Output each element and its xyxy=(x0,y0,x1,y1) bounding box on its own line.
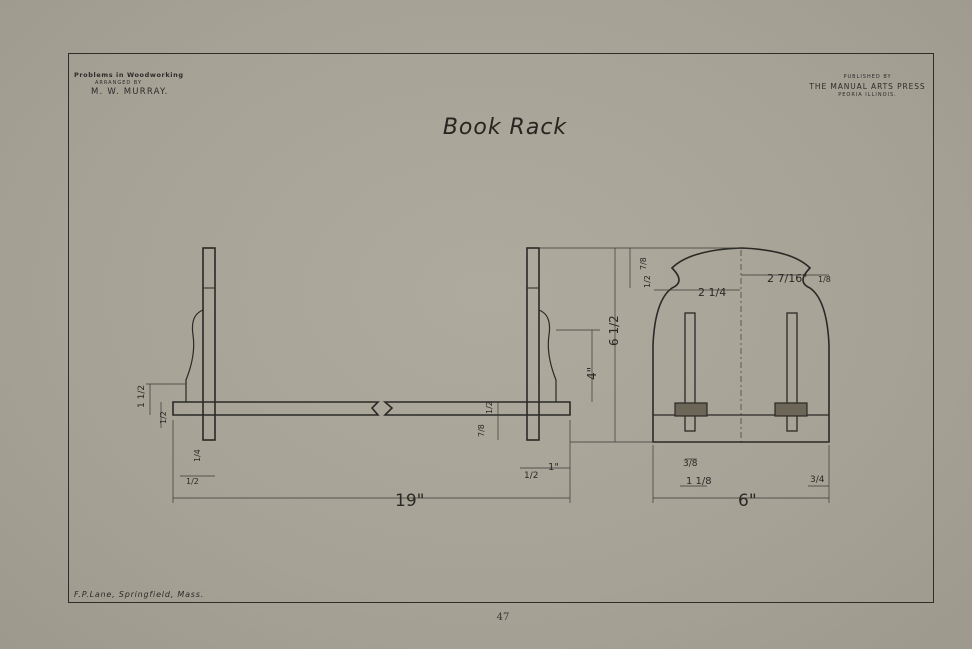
foot-left-a-label: 1/4 xyxy=(193,449,202,462)
side-elevation xyxy=(172,247,571,441)
base-board-left xyxy=(172,401,380,416)
right-tenon-section xyxy=(774,402,808,417)
author-name: M. W. MURRAY. xyxy=(91,87,169,97)
overall-width-label: 6" xyxy=(738,491,757,511)
arranged-by-label: ARRANGED BY xyxy=(95,80,143,86)
tenon-width-label: 3/8 xyxy=(683,459,698,469)
tenon-space-label: 1 1/8 xyxy=(686,476,712,487)
edge-offset-label: 3/4 xyxy=(810,475,825,485)
end-elevation xyxy=(652,247,830,445)
top-arc-label: 2 7/16" xyxy=(767,272,807,285)
plate-border xyxy=(68,53,934,603)
dimension-labels: 19" 6" 6 1/2 4" 2 7/16" 2 1/4 1 1/2 1/2 … xyxy=(137,257,831,511)
publisher-name: THE MANUAL ARTS PRESS xyxy=(809,82,926,91)
published-by-label: PUBLISHED BY xyxy=(843,74,892,80)
publisher-credit: PUBLISHED BY THE MANUAL ARTS PRESS PEORI… xyxy=(800,74,935,98)
series-title: Problems in Woodworking xyxy=(74,71,184,79)
top-hump-label: 7/8 xyxy=(639,257,648,270)
publisher-city: PEORIA ILLINOIS. xyxy=(838,92,897,98)
foot-left-b-label: 1/2 xyxy=(186,477,199,486)
bottom-rebate-label: 7/8 xyxy=(477,424,486,437)
top-curve-label: 2 1/4 xyxy=(698,286,726,299)
left-slot xyxy=(684,312,696,432)
top-step-label: 1/2 xyxy=(643,275,652,288)
right-end-board xyxy=(526,247,540,441)
side-rise-label: 1 1/2 xyxy=(137,385,147,408)
series-credit: Problems in Woodworking ARRANGED BY M. W… xyxy=(74,71,214,97)
engraver-imprint: F.P.Lane, Springfield, Mass. xyxy=(74,590,205,599)
base-thick-left-label: 1/2 xyxy=(159,411,168,424)
end-board-outline xyxy=(652,247,830,443)
slot-height-label: 4" xyxy=(585,367,599,380)
foot-right-b-label: 1" xyxy=(548,462,559,473)
base-thick-right-label: 1/2 xyxy=(485,401,494,414)
dimension-lines xyxy=(146,247,830,503)
drawing-title: Book Rack xyxy=(442,115,568,140)
right-edge-label: 1/8 xyxy=(818,275,831,284)
right-slot xyxy=(786,312,798,432)
foot-right-a-label: 1/2 xyxy=(524,471,538,481)
left-tenon-section xyxy=(674,402,708,417)
page-number: 47 xyxy=(496,612,510,623)
left-end-board xyxy=(202,247,216,441)
left-end-profile xyxy=(185,309,204,402)
base-board-right xyxy=(382,401,571,416)
right-end-profile xyxy=(538,309,557,402)
overall-length-label: 19" xyxy=(395,491,424,511)
end-height-label: 6 1/2 xyxy=(607,315,621,346)
